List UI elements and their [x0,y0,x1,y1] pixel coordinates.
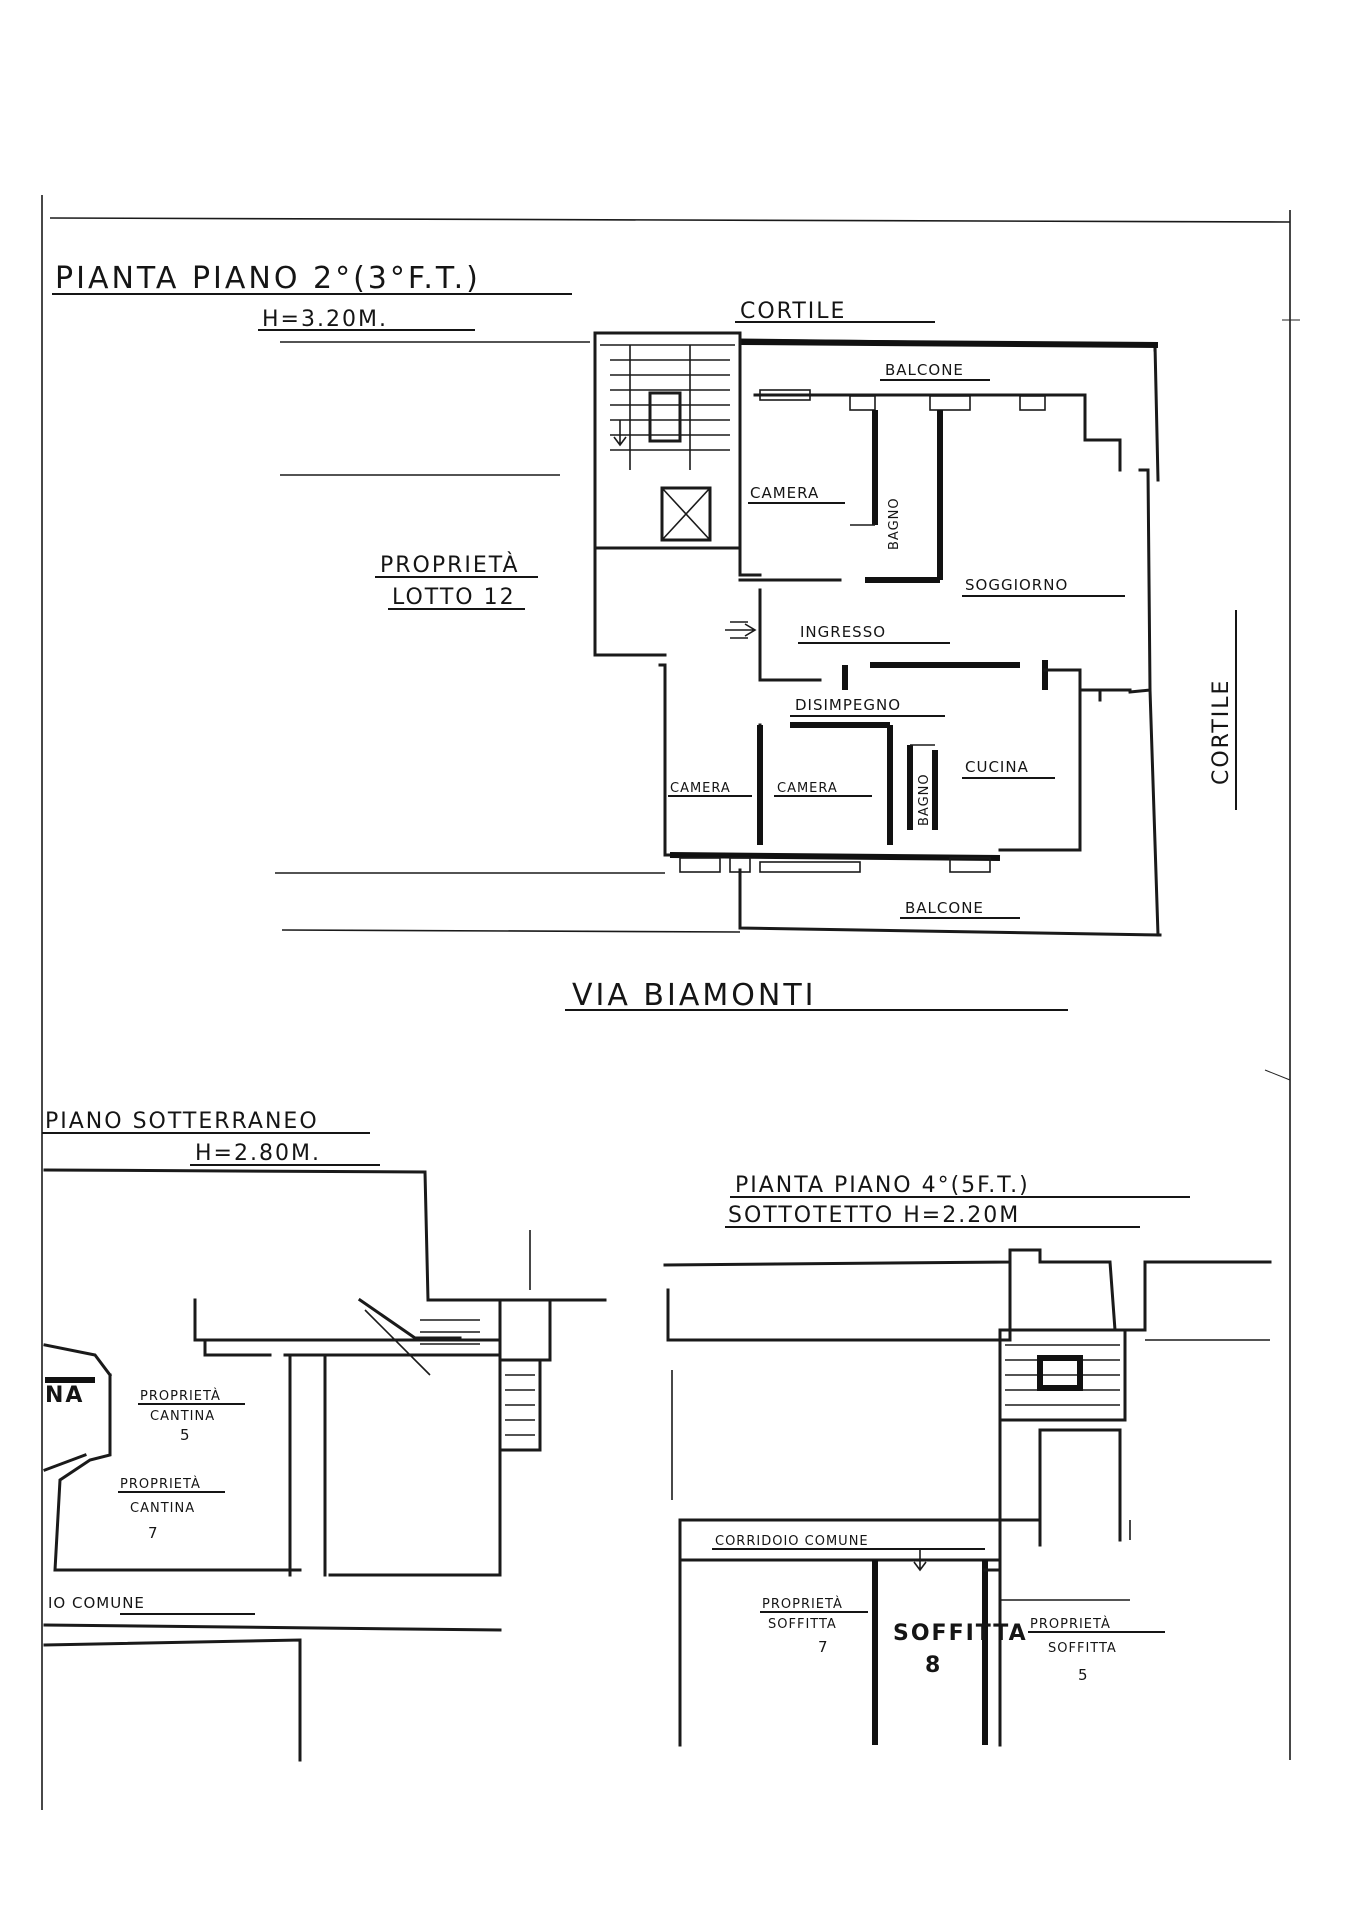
neighbor-label-2: LOTTO 12 [392,585,516,610]
attic-right-owner: PROPRIETÀ [1030,1616,1111,1632]
room-soggiorno: SOGGIORNO [965,576,1068,594]
attic-left-number: 7 [818,1638,829,1656]
room-camera-bottom-left: CAMERA [670,781,731,796]
street-label: VIA BIAMONTI [572,978,817,1013]
plan-basement: PIANO SOTTERRANEO H=2.80M. NA PROPRIETÀ [42,1109,607,1762]
attic-corridor: CORRIDOIO COMUNE [715,1534,869,1549]
room-camera-top: CAMERA [750,484,819,502]
basement-title: PIANO SOTTERRANEO [45,1109,319,1134]
sheet-frame [41,195,1300,1810]
attic-left-type: SOFFITTA [768,1617,837,1632]
attic-mid-number: 8 [925,1653,942,1678]
room-camera-bottom-mid: CAMERA [777,781,838,796]
room-disimpegno: DISIMPEGNO [795,696,901,714]
attic-subtitle: SOTTOTETTO H=2.20M [728,1203,1020,1228]
room-ingresso: INGRESSO [800,623,886,641]
cellar5-number: 5 [180,1426,191,1444]
room-cucina: CUCINA [965,758,1029,776]
plan-title: PIANTA PIANO 2°(3°F.T.) [55,261,481,296]
basement-cut-label: NA [45,1383,84,1408]
basement-height: H=2.80M. [195,1141,321,1166]
basement-corridor: IO COMUNE [48,1594,145,1612]
cellar5-type: CANTINA [150,1409,215,1424]
courtyard-label-top: CORTILE [740,299,846,324]
attic-title: PIANTA PIANO 4°(5F.T.) [735,1173,1030,1198]
cellar7-type: CANTINA [130,1501,195,1516]
cellar5-owner: PROPRIETÀ [140,1388,221,1404]
courtyard-label-right: CORTILE [1209,679,1234,785]
room-balcony-bottom: BALCONE [905,899,984,917]
plan-fourth-floor: PIANTA PIANO 4°(5F.T.) SOTTOTETTO H=2.20… [663,1173,1272,1747]
room-balcony-top: BALCONE [885,361,964,379]
cellar7-number: 7 [148,1524,159,1542]
room-bagno-top: BAGNO [887,497,902,550]
plan-height: H=3.20M. [262,307,388,332]
attic-right-number: 5 [1078,1666,1089,1684]
cellar7-owner: PROPRIETÀ [120,1476,201,1492]
neighbor-label-1: PROPRIETÀ [380,552,520,578]
plan-second-floor: PIANTA PIANO 2°(3°F.T.) H=3.20M. CORTILE… [52,261,1237,1013]
room-bagno-bottom: BAGNO [917,773,932,826]
attic-left-owner: PROPRIETÀ [762,1596,843,1612]
attic-right-type: SOFFITTA [1048,1641,1117,1656]
attic-mid-type: SOFFITTA [893,1621,1028,1646]
